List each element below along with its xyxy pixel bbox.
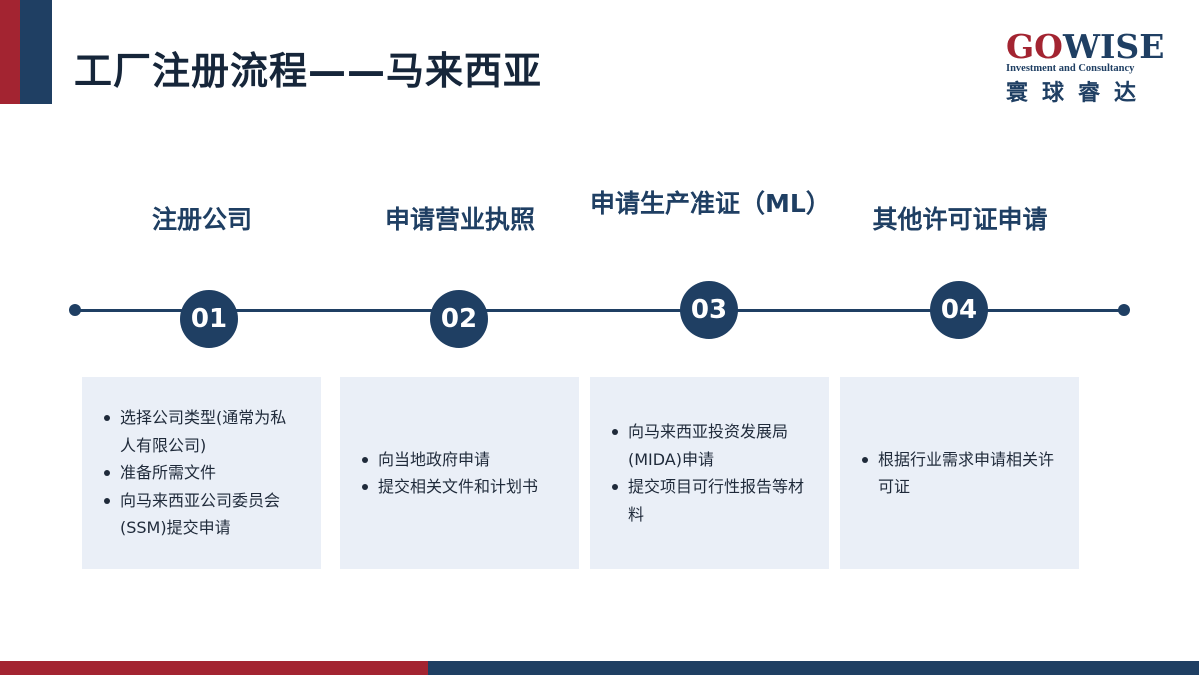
step-3-card: 向马来西亚投资发展局(MIDA)申请 提交项目可行性报告等材料 — [590, 377, 829, 569]
list-item: 根据行业需求申请相关许可证 — [862, 446, 1059, 501]
company-logo: GOWISE Investment and Consultancy 寰球睿达 — [1006, 30, 1166, 107]
step-3-title: 申请生产准证（ML） — [590, 189, 831, 218]
timeline-line — [75, 309, 1125, 312]
corner-accent-blue — [20, 0, 52, 104]
step-1-card: 选择公司类型(通常为私人有限公司) 准备所需文件 向马来西亚公司委员会(SSM)… — [82, 377, 321, 569]
step-1-number: 01 — [180, 290, 238, 348]
list-item: 选择公司类型(通常为私人有限公司) — [104, 404, 301, 459]
list-item: 向马来西亚投资发展局(MIDA)申请 — [612, 418, 809, 473]
step-3-number: 03 — [680, 281, 738, 339]
step-2-card: 向当地政府申请 提交相关文件和计划书 — [340, 377, 579, 569]
footer-bar-blue — [428, 661, 1199, 675]
logo-subtitle: Investment and Consultancy — [1006, 63, 1135, 74]
logo-wordmark: GOWISE — [1006, 30, 1166, 64]
step-4-title: 其他许可证申请 — [872, 205, 1048, 234]
footer-bar-red — [0, 661, 428, 675]
step-1-title: 注册公司 — [151, 205, 252, 234]
step-1-list: 选择公司类型(通常为私人有限公司) 准备所需文件 向马来西亚公司委员会(SSM)… — [102, 404, 301, 542]
step-2-title: 申请营业执照 — [384, 205, 535, 234]
step-4-list: 根据行业需求申请相关许可证 — [860, 446, 1059, 501]
list-item: 向当地政府申请 — [362, 446, 559, 474]
list-item: 提交项目可行性报告等材料 — [612, 473, 809, 528]
step-4-card: 根据行业需求申请相关许可证 — [840, 377, 1079, 569]
logo-word-go: GO — [1006, 27, 1063, 66]
step-3-list: 向马来西亚投资发展局(MIDA)申请 提交项目可行性报告等材料 — [610, 418, 809, 528]
list-item: 准备所需文件 — [104, 459, 301, 487]
list-item: 向马来西亚公司委员会(SSM)提交申请 — [104, 487, 301, 542]
timeline-start-dot — [69, 304, 81, 316]
logo-word-wise: WISE — [1062, 27, 1165, 66]
list-item: 提交相关文件和计划书 — [362, 473, 559, 501]
logo-chinese-name: 寰球睿达 — [1006, 80, 1151, 106]
step-4-number: 04 — [930, 281, 988, 339]
corner-accent-red — [0, 0, 20, 104]
page-title: 工厂注册流程——马来西亚 — [74, 49, 543, 93]
timeline-end-dot — [1118, 304, 1130, 316]
step-2-number: 02 — [430, 290, 488, 348]
step-2-list: 向当地政府申请 提交相关文件和计划书 — [360, 446, 559, 501]
